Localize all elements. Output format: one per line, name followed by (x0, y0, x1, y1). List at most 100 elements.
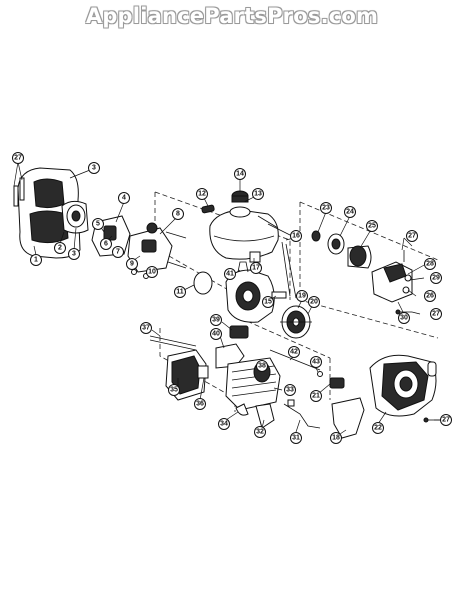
svg-text:27: 27 (14, 155, 22, 162)
callout-11[interactable]: 11 (174, 286, 186, 298)
svg-text:6: 6 (104, 241, 108, 248)
callout-22[interactable]: 22 (372, 422, 384, 434)
svg-text:31: 31 (292, 435, 300, 442)
callout-29[interactable]: 29 (430, 272, 442, 284)
svg-text:15: 15 (264, 299, 272, 306)
callout-2[interactable]: 2 (54, 242, 66, 254)
callout-3-lower[interactable]: 3 (68, 248, 80, 260)
throttle-trigger (331, 397, 365, 439)
callout-39[interactable]: 39 (210, 314, 222, 326)
svg-text:42: 42 (290, 349, 298, 356)
callout-38[interactable]: 38 (256, 360, 268, 372)
svg-text:39: 39 (212, 317, 220, 324)
callout-23[interactable]: 23 (320, 202, 332, 214)
svg-text:2: 2 (58, 245, 62, 252)
callout-10[interactable]: 10 (146, 266, 158, 278)
callout-25[interactable]: 25 (366, 220, 378, 232)
site-watermark: AppliancePartsPros.com (85, 4, 379, 28)
svg-text:9: 9 (130, 261, 134, 268)
rewind-starter (369, 354, 437, 417)
svg-text:18: 18 (332, 435, 340, 442)
fuel-tank (201, 190, 293, 263)
callout-27-lower-right[interactable]: 27 (440, 414, 452, 426)
callout-31[interactable]: 31 (290, 432, 302, 444)
svg-text:25: 25 (368, 223, 376, 230)
callout-14[interactable]: 14 (234, 168, 246, 180)
gasket-ring (193, 271, 213, 295)
svg-text:29: 29 (432, 275, 440, 282)
engine-crankcase (225, 241, 297, 323)
callout-24[interactable]: 24 (344, 206, 356, 218)
svg-text:24: 24 (346, 209, 354, 216)
svg-text:14: 14 (236, 171, 244, 178)
svg-text:10: 10 (148, 269, 156, 276)
svg-text:19: 19 (298, 293, 306, 300)
callout-18[interactable]: 18 (330, 432, 342, 444)
callout-36[interactable]: 36 (194, 398, 206, 410)
callout-4[interactable]: 4 (118, 192, 130, 204)
callout-12[interactable]: 12 (196, 188, 208, 200)
callout-33[interactable]: 33 (284, 384, 296, 396)
svg-text:27: 27 (442, 417, 450, 424)
callout-9[interactable]: 9 (126, 258, 138, 270)
svg-text:17: 17 (252, 265, 260, 272)
callout-7[interactable]: 7 (112, 246, 124, 258)
svg-text:41: 41 (226, 271, 234, 278)
svg-text:27: 27 (432, 311, 440, 318)
svg-text:3: 3 (92, 165, 96, 172)
svg-text:35: 35 (170, 387, 178, 394)
svg-text:7: 7 (116, 249, 120, 256)
part-callouts: 1 2 3 3 4 5 6 7 8 9 10 11 12 13 14 15 16… (12, 152, 452, 444)
svg-text:30: 30 (400, 315, 408, 322)
svg-text:13: 13 (254, 191, 262, 198)
callout-17[interactable]: 17 (250, 262, 262, 274)
callout-41[interactable]: 41 (224, 268, 236, 280)
callout-35[interactable]: 35 (168, 384, 180, 396)
callout-42[interactable]: 42 (288, 346, 300, 358)
callout-16[interactable]: 16 (290, 230, 302, 242)
callout-30[interactable]: 30 (398, 312, 410, 324)
callout-1[interactable]: 1 (30, 254, 42, 266)
callout-8[interactable]: 8 (172, 208, 184, 220)
callout-26[interactable]: 26 (424, 290, 436, 302)
svg-text:36: 36 (196, 401, 204, 408)
callout-27-upper-right[interactable]: 27 (406, 230, 418, 242)
svg-text:27: 27 (408, 233, 416, 240)
callout-32[interactable]: 32 (254, 426, 266, 438)
callout-20[interactable]: 20 (308, 296, 320, 308)
svg-text:33: 33 (286, 387, 294, 394)
callout-13[interactable]: 13 (252, 188, 264, 200)
svg-text:16: 16 (292, 233, 300, 240)
callout-6[interactable]: 6 (100, 238, 112, 250)
svg-text:38: 38 (258, 363, 266, 370)
svg-text:3: 3 (72, 251, 76, 258)
clutch-drum (311, 230, 372, 269)
callout-43[interactable]: 43 (310, 356, 322, 368)
callout-21[interactable]: 21 (310, 390, 322, 402)
ignition-module (269, 349, 345, 429)
svg-text:22: 22 (374, 425, 382, 432)
air-filter-housing (13, 167, 89, 259)
callout-19[interactable]: 19 (296, 290, 308, 302)
svg-text:26: 26 (426, 293, 434, 300)
callout-40[interactable]: 40 (210, 328, 222, 340)
callout-34[interactable]: 34 (218, 418, 230, 430)
svg-text:8: 8 (176, 211, 180, 218)
callout-3-upper[interactable]: 3 (88, 162, 100, 174)
svg-text:34: 34 (220, 421, 228, 428)
svg-text:43: 43 (312, 359, 320, 366)
cylinder-piston (215, 325, 281, 429)
callout-15[interactable]: 15 (262, 296, 274, 308)
callout-28[interactable]: 28 (424, 258, 436, 270)
svg-text:23: 23 (322, 205, 330, 212)
svg-text:28: 28 (426, 261, 434, 268)
svg-text:40: 40 (212, 331, 220, 338)
svg-text:21: 21 (312, 393, 320, 400)
callout-27-upper-left[interactable]: 27 (12, 152, 24, 164)
callout-5[interactable]: 5 (92, 218, 104, 230)
svg-text:11: 11 (176, 289, 184, 296)
callout-37[interactable]: 37 (140, 322, 152, 334)
callout-27-mid-right[interactable]: 27 (430, 308, 442, 320)
flywheel (280, 305, 312, 339)
